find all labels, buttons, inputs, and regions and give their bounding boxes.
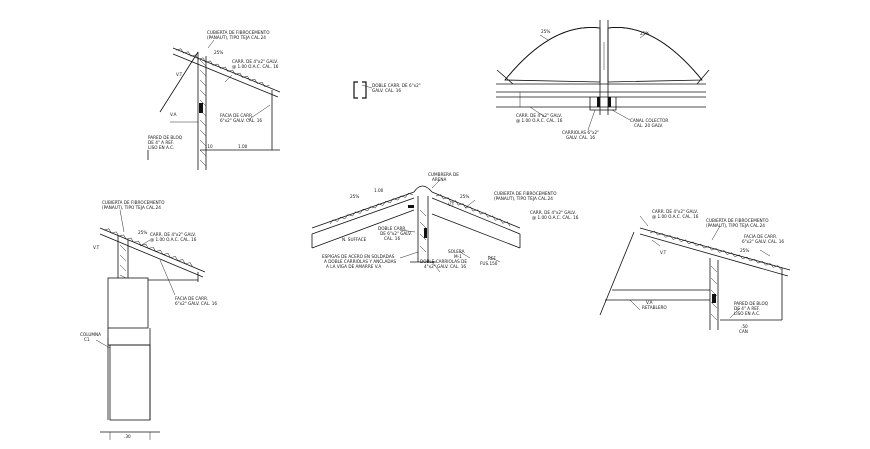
d6-wall-label-1: PARED DE BLOQ — [734, 301, 769, 306]
d5-doble-2: DE 6"x2" GALV. — [380, 231, 412, 236]
d2-label-2: GALV. CAL. 16 — [372, 88, 401, 93]
d5-ref1-1: SOLERA — [448, 249, 465, 254]
d1-carr-label-1: CARR. DE 4"x2" GALV. — [232, 59, 278, 64]
detail-ridge: CUMBRERA DE ARENA CUBIERTA DE FIBROCEMEN… — [311, 172, 579, 273]
d6-wall-label-2: DE 4" A REF. — [734, 306, 760, 311]
d3-canal-label-2: CAL. 20 GALV. — [634, 123, 663, 128]
d3-carriola-label-1: CARRIOLAS 6"x2" — [562, 130, 599, 135]
d5-carr-label-2: @ 1.00 O.A.C. CAL. 16 — [532, 215, 579, 220]
detail-eave-retablero: CARR. DE 4"x2" GALV. @ 1.00 O.A.C. CAL. … — [599, 209, 791, 334]
d5-doble2-1: DOBLE CARRIOLAS DE — [420, 259, 467, 264]
d5-espigas-2: A DOBLE CARRIOLAS Y ANCLADAS — [324, 259, 396, 264]
d6-carr-label-1: CARR. DE 4"x2" GALV. — [652, 209, 698, 214]
d5-doble-3: CAL. 16 — [384, 236, 400, 241]
d3-slope-right: 25% — [640, 31, 649, 36]
detail-eave-wall: CUBIERTA DE FIBROCEMENTO (PANAUT), TIPO … — [147, 30, 281, 170]
d5-ref2-1: REF — [488, 256, 497, 261]
d4-dim: .30 — [124, 434, 131, 439]
d6-roof-label-1: CUBIERTA DE FIBROCEMENTO — [706, 218, 769, 223]
d4-column-label-2: C1 — [84, 337, 90, 342]
d5-carr-label-1: CARR. DE 4"x2" GALV. — [530, 210, 576, 215]
d5-slope-right: 25% — [460, 194, 469, 199]
d6-dim-1: .50 — [741, 324, 748, 329]
d5-espigas-1: ESPIGAS DE ACERO EN SOLDADAS — [322, 254, 395, 259]
d3-carr-label-2: @ 1.00 O.A.C. CAL. 16 — [516, 118, 563, 123]
d5-cumbrera-2: ARENA — [432, 177, 447, 182]
d1-dim-10: .10 — [206, 144, 213, 149]
d3-carr-label-1: CARR. DE 4"x2" GALV. — [516, 113, 562, 118]
d1-slope: 25% — [214, 50, 223, 55]
detail-valley-gutter: 25% 25% CARR. DE 4"x2" GALV. @ 1.00 O.A.… — [496, 20, 710, 140]
d1-roof-label-2: (PANAUT), TIPO TEJA CAL.24 — [207, 35, 266, 40]
d1-fascia-label-2: 6"x2" GALV. CAL. 16 — [220, 118, 262, 123]
d1-roof-label-1: CUBIERTA DE FIBROCEMENTO — [207, 30, 270, 35]
d5-ref2-2: FUS.150 — [480, 261, 498, 266]
d6-va-2: RETABLERO — [642, 305, 667, 310]
d1-wall-label-1: PARED DE BLOQ — [148, 135, 183, 140]
d4-roof-label-1: CUBIERTA DE FIBROCEMENTO — [102, 200, 165, 205]
d6-vt: V.T — [660, 250, 667, 255]
d5-doble2-2: 4"x2" GALV. CAL. 16 — [424, 264, 466, 269]
d5-roof-label-2: (PANAUT), TIPO TEJA CAL.24 — [494, 196, 553, 201]
d1-carr-label-2: @ 1.00 O.A.C. CAL. 16 — [232, 64, 279, 69]
d1-dim-100: 1.00 — [238, 144, 248, 149]
d2-label-1: DOBLE CARR. DE 6"x2" — [372, 83, 421, 88]
d6-va-1: V.A — [646, 300, 653, 305]
d5-cumbrera-1: CUMBRERA DE — [428, 172, 459, 177]
d5-ref1-2: M-1 — [454, 254, 462, 259]
d5-suffix: N. SUFFACE — [342, 237, 367, 242]
d4-vt: V.T — [93, 245, 100, 250]
d1-fascia-label-1: FACIA DE CARR. — [220, 113, 253, 118]
d4-column-label-1: COLUMNA — [80, 332, 101, 337]
d5-dim: 1.00 — [374, 188, 384, 193]
d6-fascia-label-1: FACIA DE CARR. — [744, 234, 777, 239]
detail-double-purlin: DOBLE CARR. DE 6"x2" GALV. CAL. 16 — [353, 81, 421, 99]
d4-slope: 25% — [138, 230, 147, 235]
d4-carr-label-1: CARR. DE 4"x2" GALV. — [150, 232, 196, 237]
d6-roof-label-2: (PANAUT), TIPO TEJA CAL.24 — [706, 223, 765, 228]
d3-slope-left: 25% — [541, 29, 550, 34]
d4-carr-label-2: @ 1.00 O.A.C. CAL. 16 — [150, 237, 197, 242]
d6-slope: 25% — [740, 248, 749, 253]
d5-vt: V.T — [448, 202, 455, 207]
d1-wall-label-3: LISO EN A.C. — [148, 145, 174, 150]
d1-wall-label-2: DE 4" A REF. — [148, 140, 174, 145]
d6-carr-label-2: @ 1.00 O.A.C. CAL. 16 — [652, 214, 699, 219]
d4-roof-label-2: (PANAUT), TIPO TEJA CAL.24 — [102, 205, 161, 210]
d6-dim-2: CAN — [739, 329, 748, 334]
d1-vt: V.T — [176, 72, 183, 77]
detail-column-eave: CUBIERTA DE FIBROCEMENTO (PANAUT), TIPO … — [80, 200, 217, 440]
d6-fascia-label-2: 6"x2" GALV. CAL. 16 — [742, 239, 784, 244]
d4-fascia-label-2: 6"x2" GALV. CAL. 16 — [175, 301, 217, 306]
d3-canal-label-1: CANAL COLECTOR — [630, 118, 668, 123]
d5-doble-1: DOBLE CARR. — [378, 226, 407, 231]
d4-fascia-label-1: FACIA DE CARR. — [175, 296, 208, 301]
d1-va: V.A — [170, 112, 177, 117]
d6-wall-label-3: LISO EN A.C. — [734, 311, 760, 316]
d5-espigas-3: A LA VIGA DE AMARRE V.A — [326, 264, 381, 269]
d5-roof-label-1: CUBIERTA DE FIBROCEMENTO — [494, 191, 557, 196]
d5-slope-left: 25% — [350, 194, 359, 199]
d3-carriola-label-2: GALV. CAL. 16 — [566, 135, 595, 140]
